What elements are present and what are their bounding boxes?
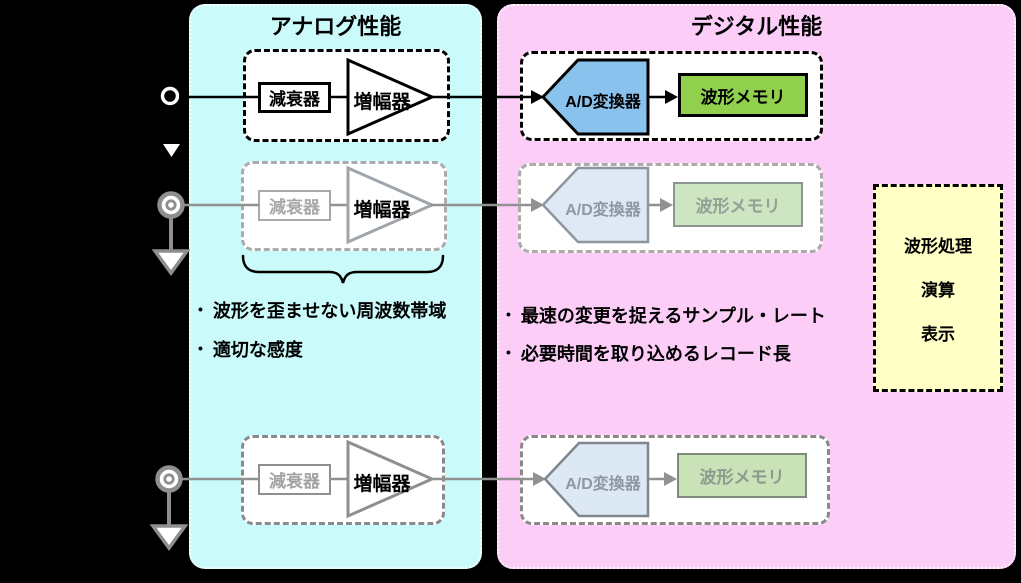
waveform-memory-block-row2: 波形メモリ xyxy=(673,182,803,227)
processing-line-3: 表示 xyxy=(921,324,955,344)
adc-label-row2: A/D変換器 xyxy=(565,202,641,219)
ground-arrow-icon-row3 xyxy=(149,524,189,551)
analog-bullet-2: • 適切な感度 xyxy=(198,336,303,362)
bullet-icon: • xyxy=(198,340,203,356)
input-connector-icon-row3 xyxy=(155,465,183,493)
digital-bullet-1-text: 最速の変更を捉えるサンプル・レート xyxy=(520,306,826,326)
amplifier-label-row1: 増幅器 xyxy=(353,92,411,113)
attenuator-block-row2: 減衰器 xyxy=(258,190,331,221)
ground-arrow-icon-row2 xyxy=(151,249,191,276)
attenuator-block-row1: 減衰器 xyxy=(258,82,331,113)
processing-box: 波形処理 演算 表示 xyxy=(873,184,1003,392)
bullet-icon: • xyxy=(506,344,511,360)
waveform-memory-block-row3: 波形メモリ xyxy=(677,453,807,498)
input-connector-icon-row1 xyxy=(160,86,180,106)
adc-label-row3: A/D変換器 xyxy=(565,476,641,493)
analog-bullet-2-text: 適切な感度 xyxy=(212,340,303,360)
digital-bullet-2: • 必要時間を取り込めるレコード長 xyxy=(506,340,791,366)
digital-panel-title: デジタル性能 xyxy=(690,14,823,39)
analog-bullet-1: • 波形を歪ませない周波数帯域 xyxy=(198,297,446,323)
processing-line-2: 演算 xyxy=(921,280,955,300)
processing-line-1: 波形処理 xyxy=(904,236,972,256)
input-connector-icon-row2 xyxy=(157,191,185,219)
waveform-memory-block-row1: 波形メモリ xyxy=(678,73,808,117)
attenuator-block-row3: 減衰器 xyxy=(258,464,331,495)
analog-bullet-1-text: 波形を歪ませない周波数帯域 xyxy=(212,301,447,321)
amplifier-label-row3: 増幅器 xyxy=(353,474,411,495)
down-triangle-icon-row1 xyxy=(163,144,180,157)
bullet-icon: • xyxy=(198,301,203,317)
digital-bullet-1: • 最速の変更を捉えるサンプル・レート xyxy=(506,302,826,328)
amplifier-label-row2: 増幅器 xyxy=(353,200,411,221)
analog-panel-title: アナログ性能 xyxy=(269,14,402,39)
bullet-icon: • xyxy=(506,306,511,322)
digital-bullet-2-text: 必要時間を取り込めるレコード長 xyxy=(520,344,791,364)
adc-label-row1: A/D変換器 xyxy=(565,94,641,111)
